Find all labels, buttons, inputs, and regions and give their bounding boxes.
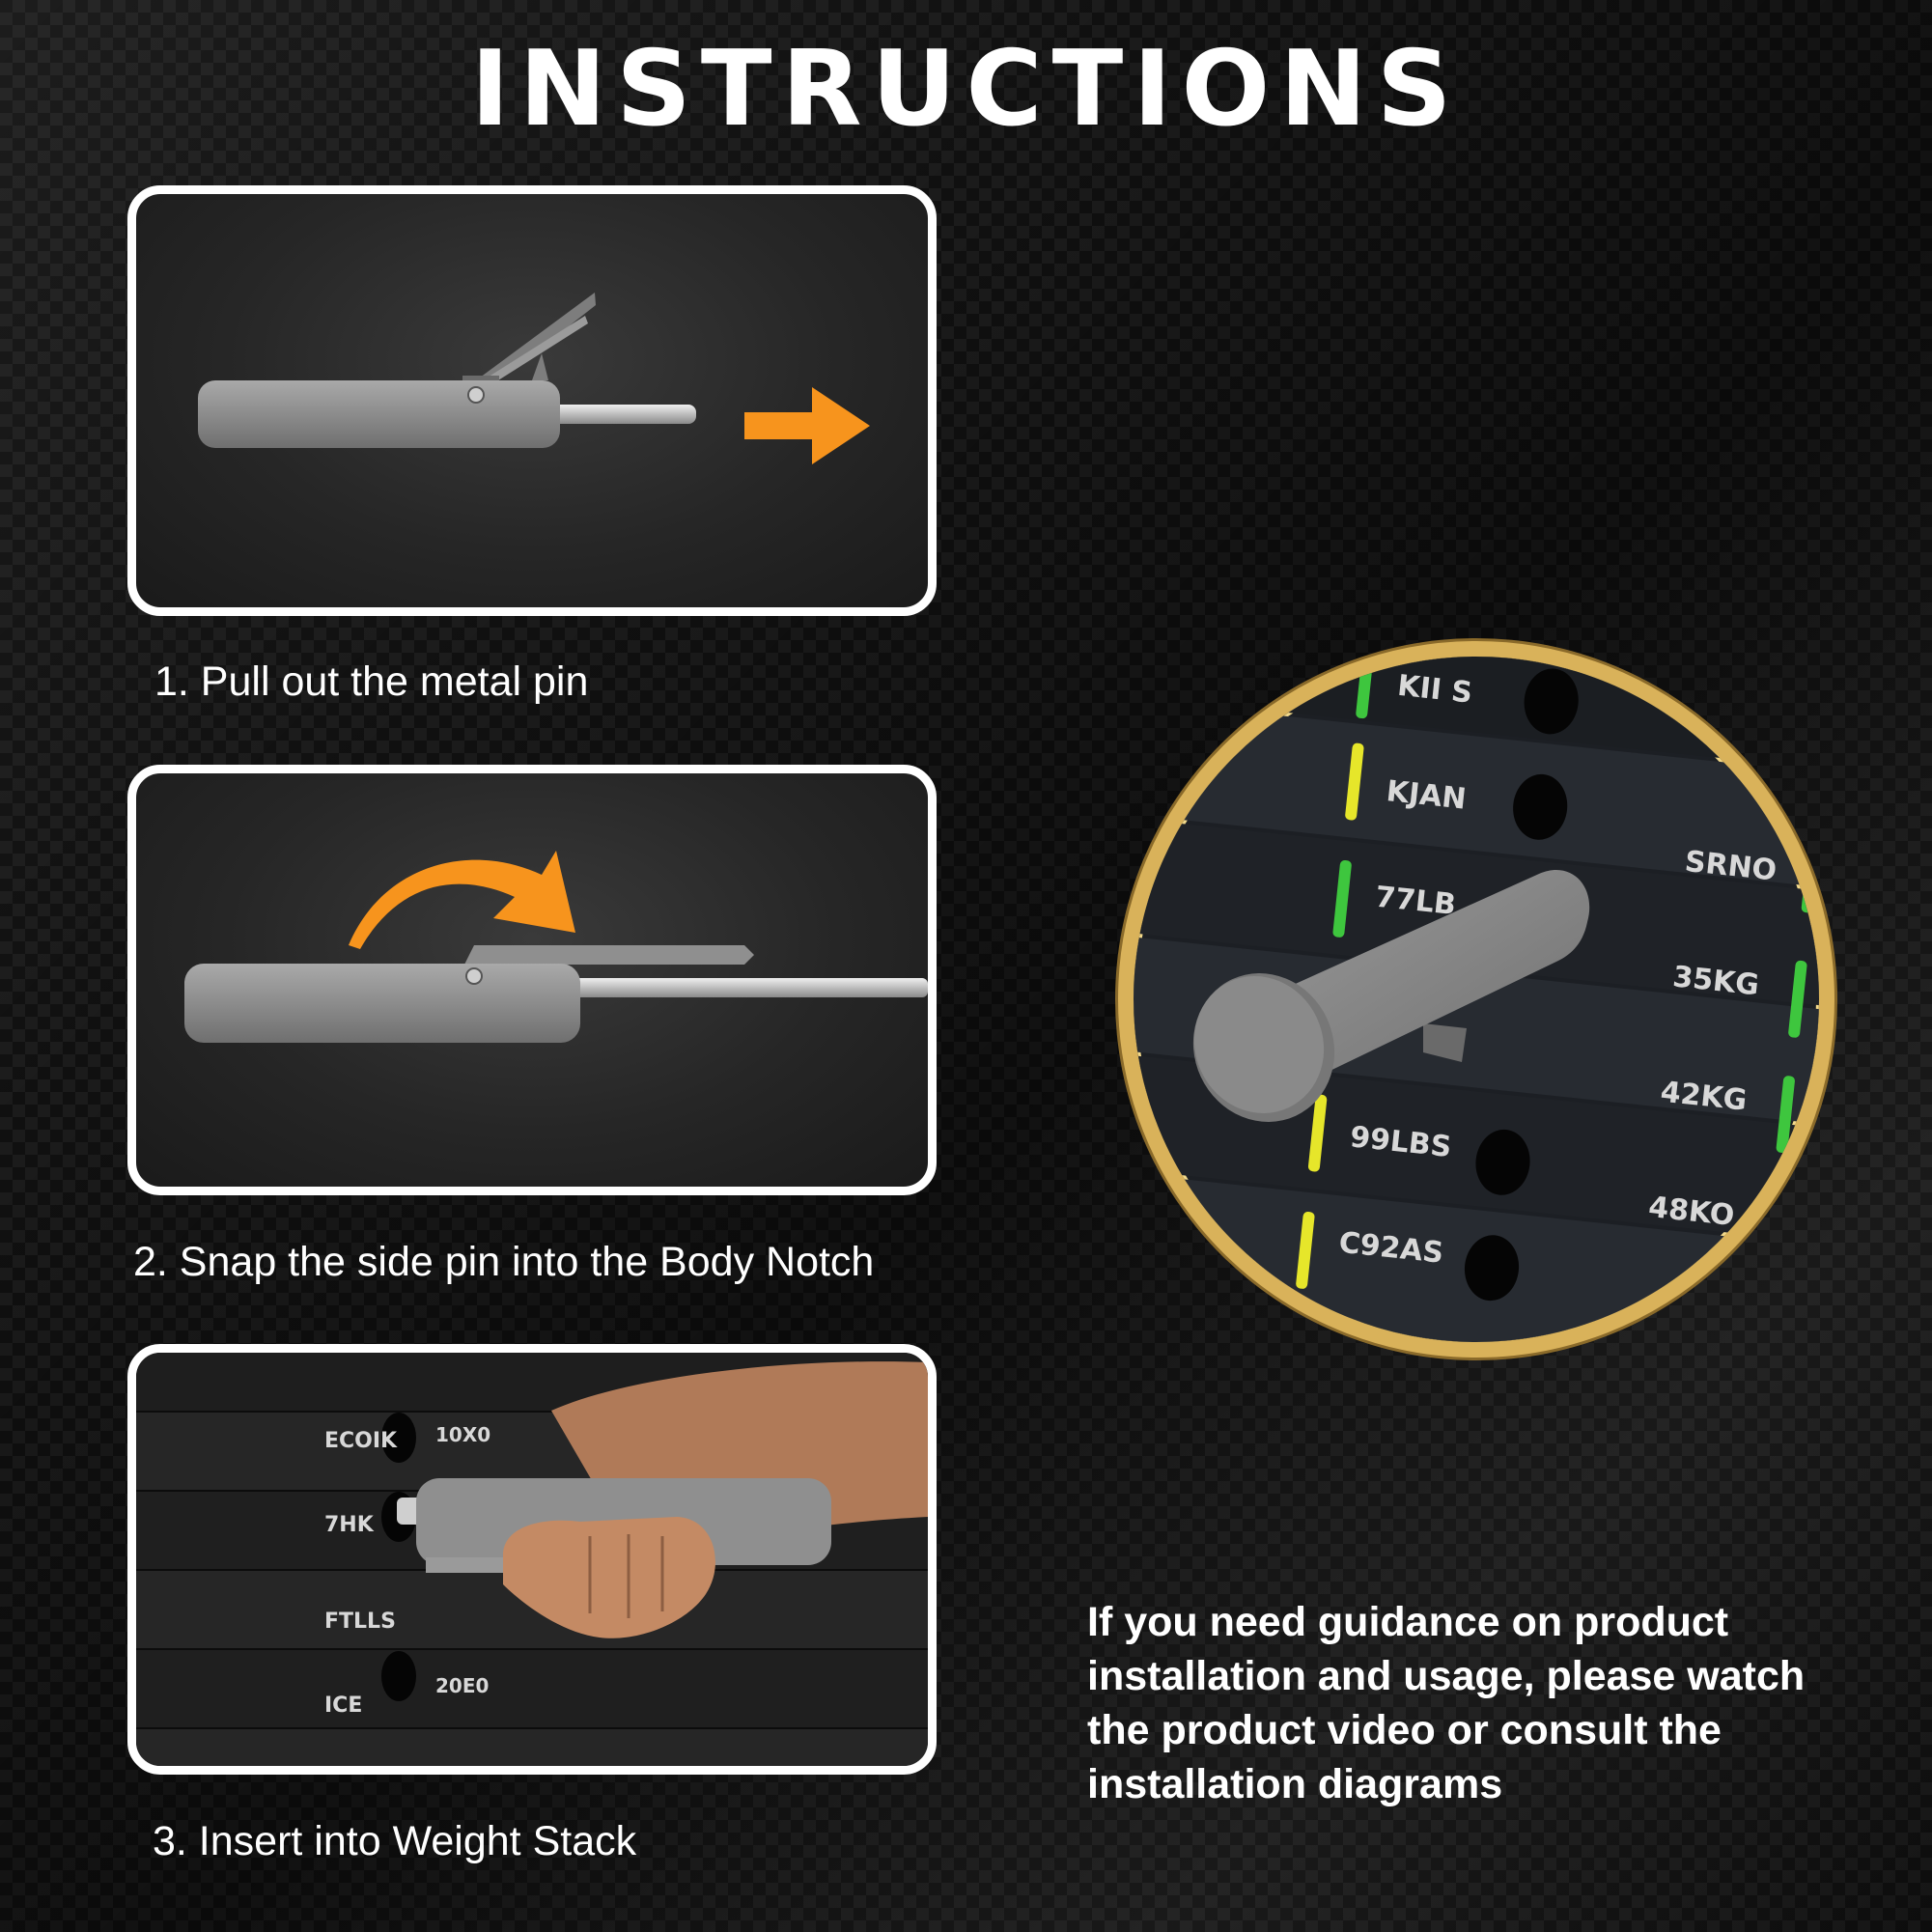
arrow-curved-icon — [349, 851, 575, 949]
plate-label: ECOIK — [324, 1429, 398, 1453]
page-title: INSTRUCTIONS — [470, 29, 1462, 150]
plate-label: 10X0 — [435, 1423, 490, 1446]
plate-label: 7HK — [324, 1513, 375, 1537]
arrow-right-icon — [744, 387, 870, 464]
plate-label: 77LB — [1374, 881, 1458, 923]
step-1-caption: 1. Pull out the metal pin — [154, 658, 589, 705]
plate-label: KJAN — [1385, 774, 1468, 816]
plate-label: FTLLS — [324, 1610, 396, 1634]
plate-label: KII S — [1396, 669, 1474, 711]
step-1-image — [127, 185, 937, 616]
plate-label: ICE — [324, 1694, 362, 1718]
pin-tool-icon — [184, 945, 928, 1043]
step-3-caption: 3. Insert into Weight Stack — [153, 1818, 637, 1864]
step-3-image: ECOIK 10X0 7HK FTLLS ICE 20E0 — [127, 1344, 937, 1775]
pin-tool-closeup — [1192, 870, 1590, 1122]
step-2-image — [127, 765, 937, 1195]
zoom-detail-image: KII S KJAN 77LB 99LBS C92AS SRNO 35KG 42… — [1118, 641, 1834, 1358]
hand-with-pin — [397, 1361, 928, 1638]
step-2-caption: 2. Snap the side pin into the Body Notch — [133, 1239, 875, 1285]
guidance-text: If you need guidance on product installa… — [1087, 1599, 1806, 1807]
pin-tool-icon — [198, 293, 696, 448]
plate-label: 20E0 — [435, 1674, 489, 1697]
